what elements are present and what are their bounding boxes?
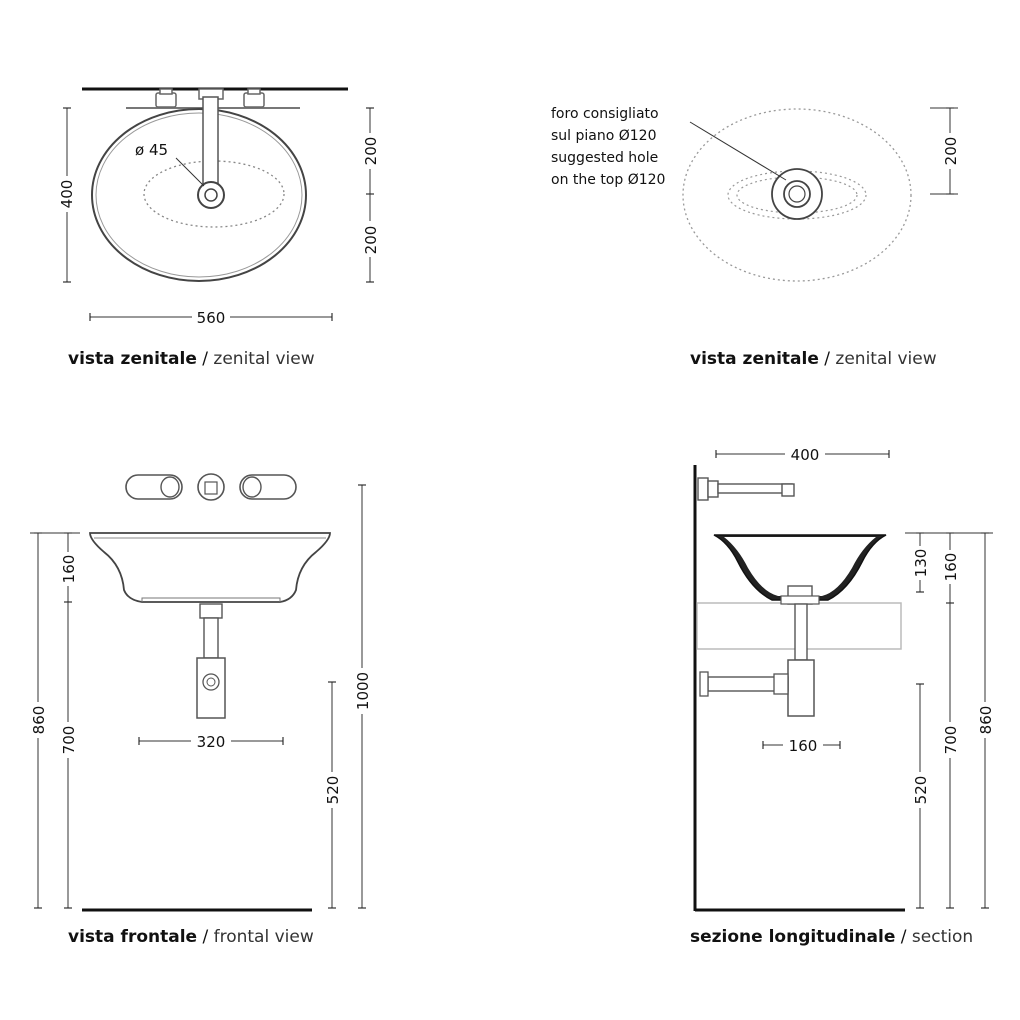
caption-light: section xyxy=(911,927,974,947)
dim-depth-label: 400 xyxy=(58,180,76,209)
caption-light: zenital view xyxy=(213,349,315,369)
caption-separator: / xyxy=(196,349,214,369)
zenital-view-right: foro consigliato sul piano Ø120 suggeste… xyxy=(551,106,960,282)
spout-pipe xyxy=(202,96,219,186)
dim-lower-label: 200 xyxy=(362,226,380,255)
note-line-2: sul piano Ø120 xyxy=(551,128,657,144)
basin-outline xyxy=(91,108,307,282)
caption-bold: sezione longitudinale xyxy=(690,927,896,947)
dim-counter-section-label: 700 xyxy=(942,726,960,755)
caption-light: frontal view xyxy=(213,927,314,947)
caption-zenital-left: vista zenitale / zenital view xyxy=(68,349,315,369)
frontal-view: 320 860 160 700 1000 520 xyxy=(29,473,372,912)
note-leader xyxy=(689,121,787,181)
basin-inner-outline xyxy=(95,112,303,278)
mixer-handle-right xyxy=(243,88,265,108)
caption-bold: vista frontale xyxy=(68,927,198,947)
caption-separator: / xyxy=(197,927,214,947)
caption-zenital-right: vista zenitale / zenital view xyxy=(690,349,937,369)
mixer-handle-left xyxy=(155,88,177,108)
trap-body-section xyxy=(787,659,815,717)
drain-neck xyxy=(199,603,223,619)
drain-hole-inner xyxy=(204,188,218,202)
caption-bold: vista zenitale xyxy=(690,349,819,369)
basin-front xyxy=(89,532,331,603)
suggested-hole-inner xyxy=(788,185,806,203)
basin-outline-dotted xyxy=(682,108,912,282)
caption-bold: vista zenitale xyxy=(68,349,197,369)
trap-pipe xyxy=(203,617,219,659)
dim-basin-section-label: 160 xyxy=(942,553,960,582)
dim-drain-section-label: 520 xyxy=(912,776,930,805)
dim-drain-label: 520 xyxy=(324,776,342,805)
dim-total-section-label: 860 xyxy=(977,706,995,735)
zenital-view-left: ø 45 560 400 200 200 xyxy=(58,87,380,327)
note-line-1: foro consigliato xyxy=(551,106,659,122)
dim-total-label: 860 xyxy=(30,706,48,735)
caption-separator: / xyxy=(895,927,912,947)
section-view: 400 160 130 160 700 520 860 xyxy=(693,445,995,912)
hole-leader xyxy=(175,157,205,187)
dim-trap-section-label: 160 xyxy=(789,737,818,755)
dim-counter-label: 700 xyxy=(60,726,78,755)
note-line-3: suggested hole xyxy=(551,150,658,166)
caption-light: zenital view xyxy=(835,349,937,369)
dim-basin-label: 160 xyxy=(60,555,78,584)
caption-frontal: vista frontale / frontal view xyxy=(68,927,314,947)
dim-trap-label: 320 xyxy=(197,733,226,751)
trap-pipe-section xyxy=(794,603,808,661)
note-line-4: on the top Ø120 xyxy=(551,172,665,188)
dim-inner-label: 130 xyxy=(912,549,930,578)
caption-separator: / xyxy=(818,349,836,369)
dim-offset-label: 200 xyxy=(942,137,960,166)
dim-spout-label: 400 xyxy=(791,446,820,464)
caption-section: sezione longitudinale / section xyxy=(690,927,973,947)
dim-upper-label: 200 xyxy=(362,137,380,166)
dim-mixer-label: 1000 xyxy=(354,672,372,710)
wall-spout xyxy=(697,477,795,501)
dim-width-label: 560 xyxy=(197,309,226,327)
dim-hole-label: ø 45 xyxy=(135,141,168,159)
